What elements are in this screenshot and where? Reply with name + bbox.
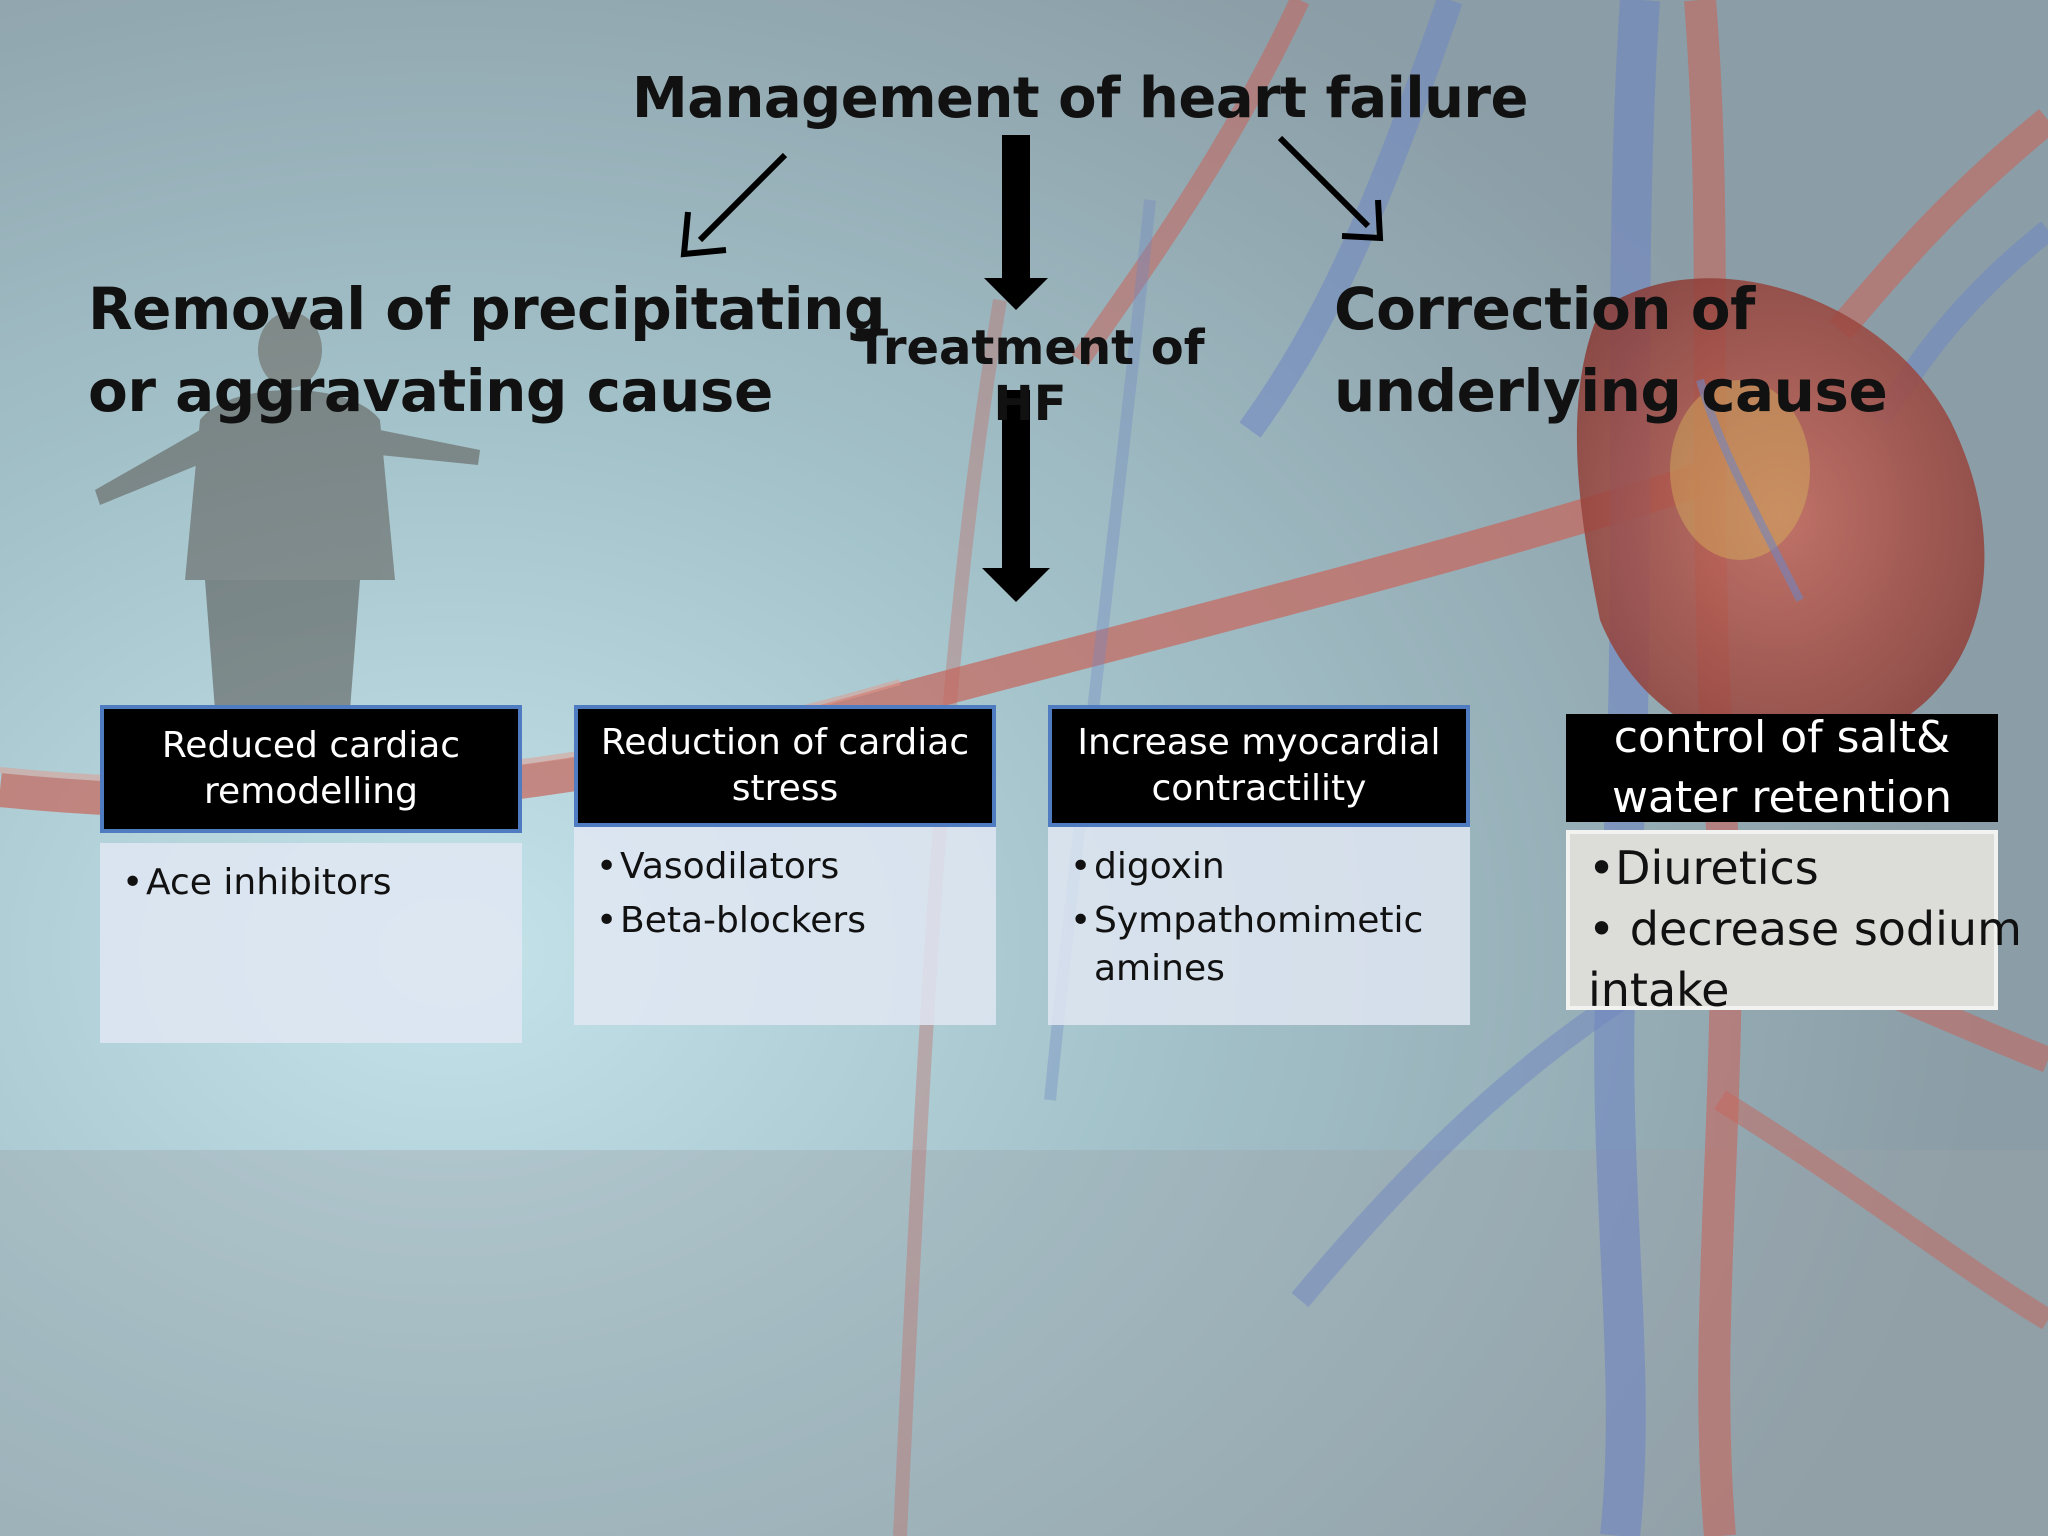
branch-center: Treatment of HF: [855, 320, 1205, 432]
branch-left-line-1: Removal of precipitating: [88, 275, 885, 343]
box-1-item-1: Ace inhibitors: [122, 859, 500, 907]
box-2-item-2: Beta-blockers: [596, 897, 974, 945]
box-2-header-line-1: Reduction of cardiac: [600, 722, 970, 763]
box-2-item-1: Vasodilators: [596, 843, 974, 891]
branch-right-line-1: Correction of: [1334, 275, 1755, 343]
box-1-header-line-2: remodelling: [204, 771, 418, 812]
arrow-left: [680, 152, 788, 258]
box-3-header-line-1: Increase myocardial: [1077, 722, 1441, 763]
arrows: [680, 135, 1384, 602]
box-3-header: Increase myocardial contractility: [1048, 705, 1470, 827]
branch-left: Removal of precipitating or aggravating …: [88, 268, 885, 432]
branch-right-line-2: underlying cause: [1334, 357, 1888, 425]
arrow-center-top: [984, 135, 1048, 310]
diagram-title: Management of heart failure: [631, 66, 1529, 131]
box-4-body: •Diuretics • decrease sodium intake: [1566, 830, 2022, 1017]
box-3-item-1: digoxin: [1070, 843, 1448, 891]
box-4-header-line-2: water retention: [1611, 772, 1953, 823]
box-4-header-line-1: control of salt&: [1613, 712, 1951, 763]
box-2-header: Reduction of cardiac stress: [574, 705, 996, 827]
box-4-line-2: • decrease sodium: [1588, 902, 2022, 956]
box-3-body: digoxin Sympathomimetic amines: [1048, 827, 1470, 1025]
arrow-right: [1277, 135, 1384, 242]
box-3-header-line-2: contractility: [1151, 768, 1367, 809]
box-4-line-1: •Diuretics: [1588, 841, 1819, 895]
box-2-body: Vasodilators Beta-blockers: [574, 827, 996, 1025]
box-1-header-line-1: Reduced cardiac: [161, 725, 461, 766]
box-4-header: control of salt& water retention: [1566, 712, 1998, 823]
branch-right: Correction of underlying cause: [1334, 268, 1888, 432]
box-1-body: Ace inhibitors: [100, 843, 522, 1043]
box-2-header-line-2: stress: [731, 768, 839, 809]
box-1-header: Reduced cardiac remodelling: [100, 705, 522, 833]
branch-left-line-2: or aggravating cause: [88, 357, 773, 425]
box-3-item-2: Sympathomimetic amines: [1070, 897, 1448, 993]
box-4-line-3: intake: [1588, 963, 1730, 1017]
arrow-center-bottom: [982, 390, 1050, 602]
